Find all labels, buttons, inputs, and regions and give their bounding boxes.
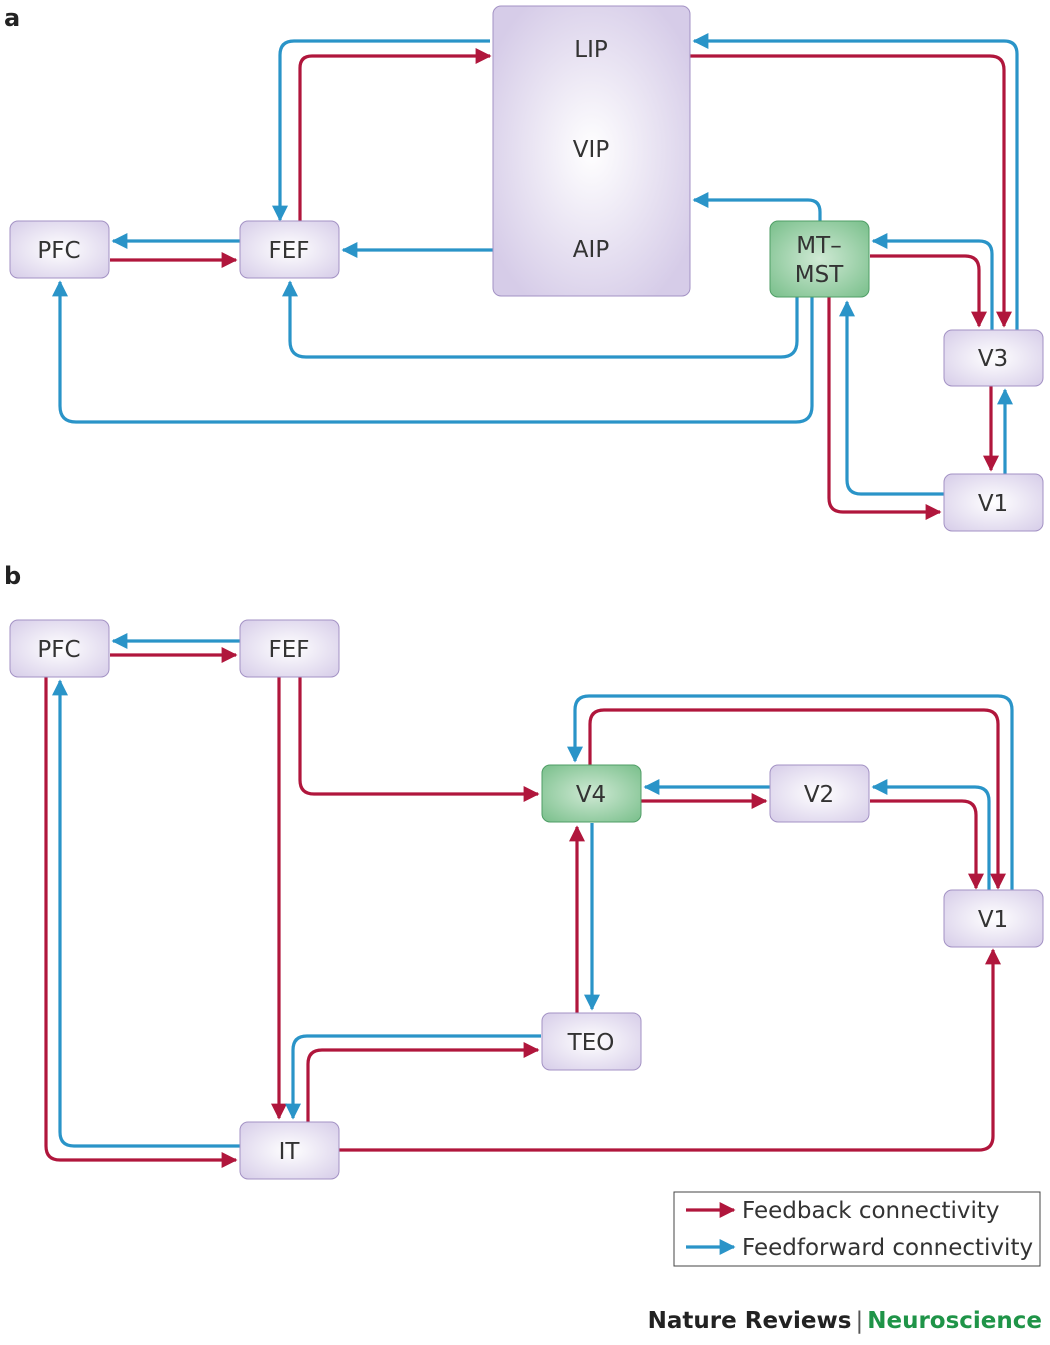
panel-label-a: a [4,4,20,32]
node-label-b-teo: TEO [567,1030,615,1056]
node-label-vip: VIP [573,137,610,163]
wire-b-teo-to-it [285,1034,541,1120]
node-b-v2: V2 [769,764,870,823]
wire-a-mt-to-fef [282,280,799,359]
wire-b-v1-to-v2 [871,779,991,890]
node-label-b-v2: V2 [804,782,834,808]
wire-b-v4-to-v1 [588,708,1006,890]
wire-b-v2-to-v1 [870,799,984,890]
wire-a-v3-to-mt [871,233,994,330]
node-label-a-v1: V1 [978,491,1008,517]
node-label-mst: MST [795,262,844,288]
node-b-fef: FEF [239,619,340,678]
node-a-mt-mst: MT– MST [769,220,870,298]
node-label-b-fef: FEF [269,637,310,663]
node-label-b-pfc: PFC [37,637,80,663]
panel-b-connections [44,633,1014,1168]
wire-a-mt-to-aip [692,192,822,221]
legend-feedback-label: Feedback connectivity [742,1198,1000,1224]
legend: Feedback connectivity Feedforward connec… [673,1191,1041,1267]
wire-a-lip-to-v3 [690,54,1012,328]
journal-separator: | [855,1308,864,1334]
journal-field: Neuroscience [867,1308,1042,1334]
journal-name: Nature Reviews [647,1308,852,1334]
node-label-b-v4: V4 [576,782,606,808]
wire-a-mt-to-pfc [52,280,814,424]
node-a-v1: V1 [943,473,1044,532]
wire-a-mt-to-v3 [870,254,987,328]
wire-b-fef-to-v4 [298,677,540,802]
wire-a-mt-to-v1 [827,297,942,520]
node-label-a-pfc: PFC [37,238,80,264]
node-label-mt: MT– [796,233,841,259]
node-label-b-it: IT [279,1139,301,1165]
node-b-teo: TEO [541,1012,642,1071]
panel-a-connections [52,33,1019,520]
wire-b-it-to-teo [306,1042,540,1122]
node-lip-vip-aip: LIP VIP AIP [492,5,691,297]
node-label-aip: AIP [573,237,610,263]
wire-a-fef-to-lip [298,48,492,222]
wire-a-v1-to-mt [839,300,945,496]
wire-b-pfc-to-it [44,677,238,1168]
node-b-it: IT [239,1121,340,1180]
panel-label-b: b [4,562,21,590]
node-label-lip: LIP [574,37,608,63]
node-label-a-v3: V3 [978,346,1008,372]
node-b-pfc: PFC [9,619,110,678]
node-b-v4: V4 [541,764,642,823]
legend-feedforward-label: Feedforward connectivity [742,1235,1033,1261]
wire-a-lip-to-fef [272,39,490,222]
node-a-fef: FEF [239,220,340,279]
wire-a-v3-to-lip [692,33,1019,330]
node-a-pfc: PFC [9,220,110,279]
wire-b-v1-to-v4 [567,694,1014,890]
wire-b-it-to-pfc [52,679,240,1148]
node-a-v3: V3 [943,329,1044,387]
wire-b-it-to-v1 [339,948,1001,1152]
node-b-v1: V1 [943,889,1044,948]
node-label-b-v1: V1 [978,907,1008,933]
node-label-a-fef: FEF [269,238,310,264]
journal-credit: Nature Reviews|Neuroscience [648,1308,1042,1334]
